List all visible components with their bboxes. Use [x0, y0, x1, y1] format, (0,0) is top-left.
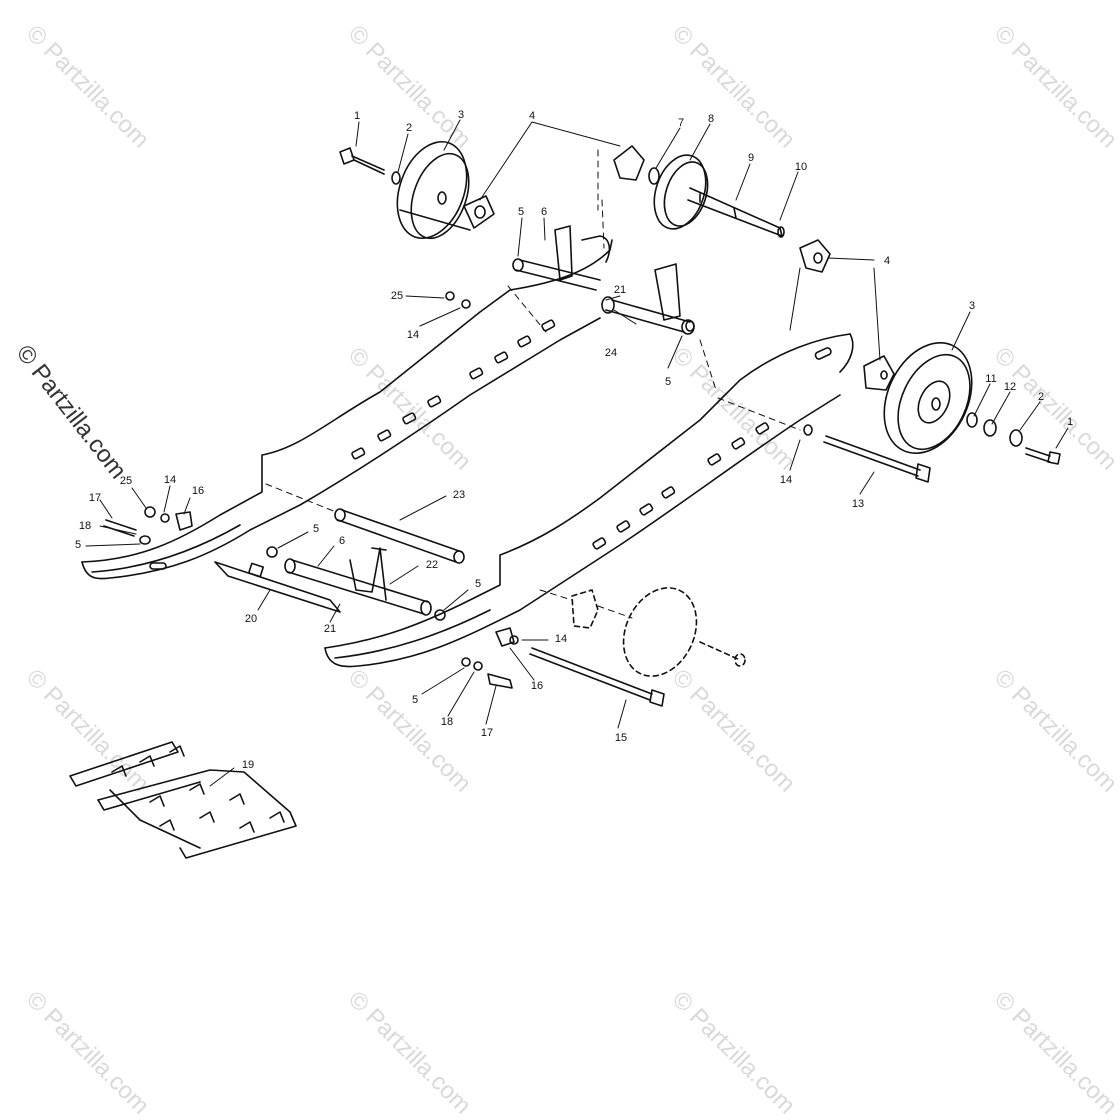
callout-8: 8	[708, 113, 714, 125]
callout-21: 21	[614, 284, 626, 296]
track-section-19	[69, 741, 297, 859]
callout-2: 2	[1038, 391, 1044, 403]
callout-11: 11	[985, 373, 996, 385]
callout-1: 1	[1067, 416, 1073, 428]
callout-3: 3	[969, 300, 975, 312]
callout-17: 17	[481, 727, 493, 739]
callout-4: 4	[529, 110, 535, 122]
callout-25: 25	[391, 290, 403, 302]
callout-18: 18	[441, 716, 453, 728]
callout-3: 3	[458, 109, 464, 121]
wheel-8-and-axle	[613, 145, 785, 238]
callout-16: 16	[531, 680, 543, 692]
callout-14: 14	[780, 474, 792, 486]
left-rail	[81, 239, 613, 580]
callout-5: 5	[665, 376, 671, 388]
rear-arm-20	[214, 561, 341, 613]
callout-22: 22	[426, 559, 438, 571]
callout-14: 14	[164, 474, 176, 486]
callout-6: 6	[541, 206, 547, 218]
assembly-lines	[265, 149, 801, 619]
parts-diagram: © Partzilla.com © Partzilla.com © Partzi…	[11, 20, 1120, 1119]
right-rail	[324, 333, 854, 668]
left-rail-slots	[351, 319, 556, 460]
right-side-hardware	[966, 412, 1061, 465]
callout-21: 21	[324, 623, 336, 635]
callout-19: 19	[242, 759, 254, 771]
exploded-view-drawing: 1 2 3 4 5 6 7 8 9 10 4 3 11 12 2 1 21 24…	[69, 109, 1073, 859]
callout-7: 7	[678, 117, 684, 129]
long-bolt-13	[803, 424, 931, 483]
callout-16: 16	[192, 485, 204, 497]
bolt-1-top	[339, 147, 401, 185]
callout-18: 18	[79, 520, 91, 532]
callout-5: 5	[412, 694, 418, 706]
callout-5: 5	[313, 523, 319, 535]
callout-6: 6	[339, 535, 345, 547]
leader-lines	[85, 119, 1069, 787]
callout-12: 12	[1004, 381, 1016, 393]
callout-14: 14	[407, 329, 419, 341]
phantom-wheel	[571, 587, 746, 677]
bushing-4-top	[463, 195, 495, 229]
cross-shaft-24	[512, 225, 695, 335]
callout-10: 10	[795, 161, 807, 173]
idler-wheel-3-right	[883, 341, 973, 455]
callout-17: 17	[89, 492, 101, 504]
callout-5: 5	[475, 578, 481, 590]
callouts: 1 2 3 4 5 6 7 8 9 10 4 3 11 12 2 1 21 24…	[75, 109, 1073, 771]
callout-1: 1	[354, 110, 360, 122]
long-bolt-15	[529, 647, 665, 707]
callout-25: 25	[120, 475, 132, 487]
callout-15: 15	[615, 732, 627, 744]
right-rail-slots	[592, 347, 832, 550]
callout-9: 9	[748, 152, 754, 164]
callout-24: 24	[605, 347, 617, 359]
callout-13: 13	[852, 498, 864, 510]
callout-5: 5	[75, 539, 81, 551]
callout-23: 23	[453, 489, 465, 501]
cross-shaft-22	[284, 547, 432, 616]
cross-shaft-23	[334, 508, 465, 564]
callout-5: 5	[518, 206, 524, 218]
bushing-4-right	[799, 239, 895, 391]
idler-wheel-3-top	[396, 140, 471, 240]
callout-4: 4	[884, 255, 890, 267]
callout-2: 2	[406, 122, 412, 134]
callout-20: 20	[245, 613, 257, 625]
callout-14: 14	[555, 633, 567, 645]
